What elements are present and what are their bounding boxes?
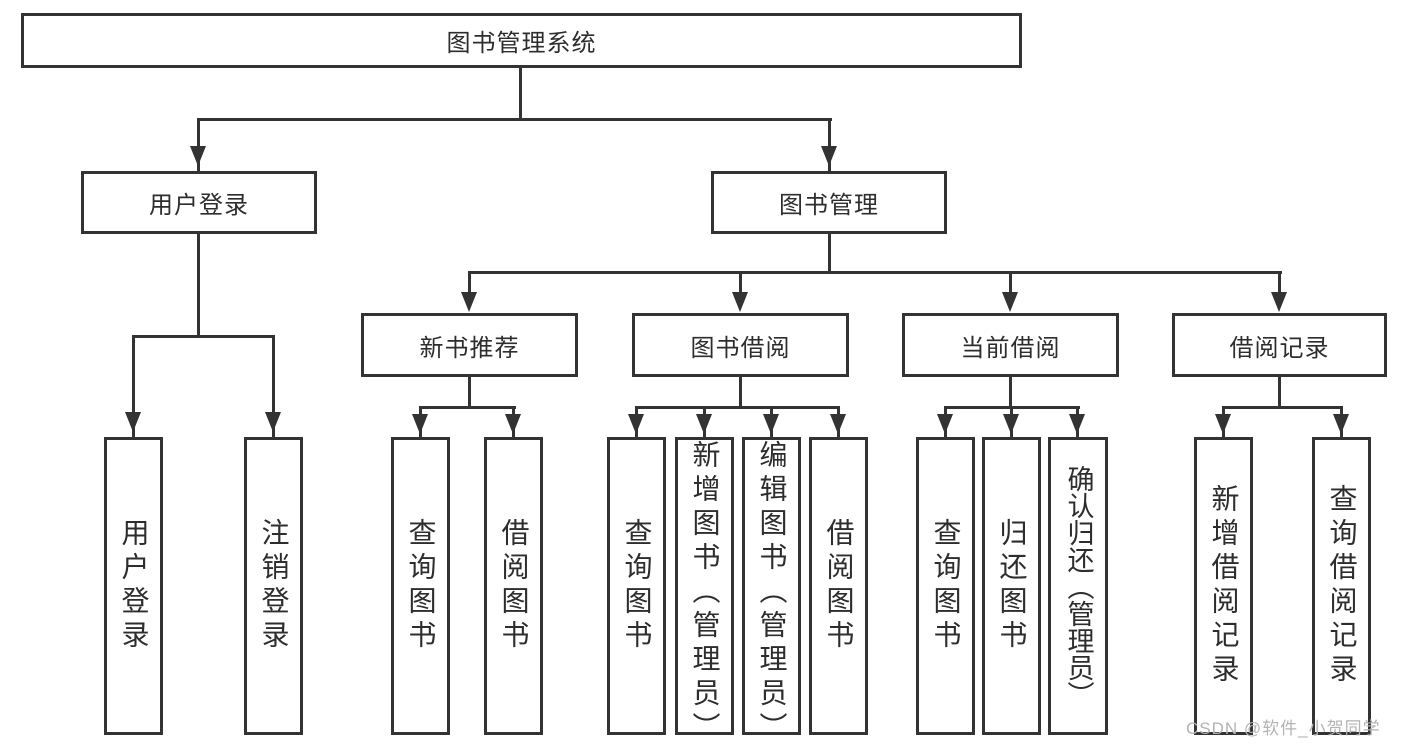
arrow-down-icon [830, 414, 846, 434]
node-current-borrow-label: 当前借阅 [960, 334, 1061, 362]
connector-rail [635, 406, 840, 409]
arrow-down-icon [1271, 292, 1287, 312]
connector-drop-leaf [132, 337, 135, 437]
node-root: 图书管理系统 [21, 13, 1022, 68]
node-root-label: 图书管理系统 [446, 30, 597, 57]
leaf-query-books-borrow: 查询图书 [607, 437, 666, 735]
arrow-down-icon [265, 412, 281, 432]
node-user-login: 用户登录 [81, 171, 317, 234]
arrow-down-icon [1069, 414, 1085, 434]
connector-stem [739, 375, 742, 409]
node-book-management: 图书管理 [711, 171, 947, 234]
arrow-down-icon [696, 414, 712, 434]
leaf-confirm-return-admin: 确认归还（管理员） [1048, 437, 1108, 735]
node-borrow-records-label: 借阅记录 [1229, 334, 1330, 362]
node-new-book-recommend-label: 新书推荐 [419, 334, 520, 362]
connector-user-login-stem [197, 232, 200, 338]
leaf-add-borrow-record: 新增借阅记录 [1194, 437, 1253, 735]
connector-drop-level3 [739, 273, 742, 297]
arrow-down-icon [505, 414, 521, 434]
leaf-query-borrow-record: 查询借阅记录 [1312, 437, 1371, 735]
connector-drop-book-management [828, 120, 831, 171]
arrow-down-icon [937, 414, 953, 434]
connector-stem [1278, 375, 1281, 409]
leaf-logout: 注销登录 [244, 437, 303, 735]
connector-drop-level3 [468, 273, 471, 297]
leaf-return-books: 归还图书 [982, 437, 1041, 735]
leaf-edit-books-admin: 编辑图书（管理员） [742, 437, 801, 746]
arrow-down-icon [190, 146, 206, 166]
connector-drop-leaf [272, 337, 275, 437]
connector-book-management-stem [828, 232, 831, 273]
arrow-down-icon [125, 412, 141, 432]
connector-level2-rail [197, 118, 832, 121]
leaf-add-books-admin: 新增图书（管理员） [675, 437, 734, 746]
connector-level3-rail [468, 271, 1282, 274]
connector-rail [944, 406, 1080, 409]
arrow-down-icon [1002, 292, 1018, 312]
node-new-book-recommend: 新书推荐 [361, 313, 578, 377]
arrow-down-icon [732, 292, 748, 312]
connector-stem [1009, 375, 1012, 409]
leaf-borrow-books-recommend: 借阅图书 [484, 437, 543, 735]
arrow-down-icon [412, 414, 428, 434]
arrow-down-icon [1215, 414, 1231, 434]
node-book-borrow-label: 图书借阅 [690, 334, 791, 362]
leaf-user-login: 用户登录 [104, 437, 163, 735]
connector-user-login-rail [132, 335, 275, 338]
arrow-down-icon [461, 292, 477, 312]
leaf-query-books-current: 查询图书 [916, 437, 975, 735]
arrow-down-icon [1003, 414, 1019, 434]
leaf-query-books-recommend: 查询图书 [391, 437, 450, 735]
connector-rail [419, 406, 516, 409]
connector-rail [1222, 406, 1343, 409]
connector-root-stem [519, 66, 522, 120]
arrow-down-icon [763, 414, 779, 434]
connector-drop-level3 [1278, 273, 1281, 297]
connector-drop-level3 [1009, 273, 1012, 297]
arrow-down-icon [628, 414, 644, 434]
leaf-borrow-books-borrow: 借阅图书 [809, 437, 868, 735]
node-user-login-label: 用户登录 [149, 192, 249, 219]
csdn-watermark: CSDN @软件_小贺同学 [1186, 719, 1381, 738]
arrow-down-icon [1333, 414, 1349, 434]
node-book-borrow: 图书借阅 [632, 313, 849, 377]
arrow-down-icon [821, 146, 837, 166]
connector-stem [468, 375, 471, 409]
node-borrow-records: 借阅记录 [1172, 313, 1387, 377]
connector-drop-user-login [197, 120, 200, 171]
node-current-borrow: 当前借阅 [902, 313, 1119, 377]
node-book-management-label: 图书管理 [779, 192, 879, 219]
